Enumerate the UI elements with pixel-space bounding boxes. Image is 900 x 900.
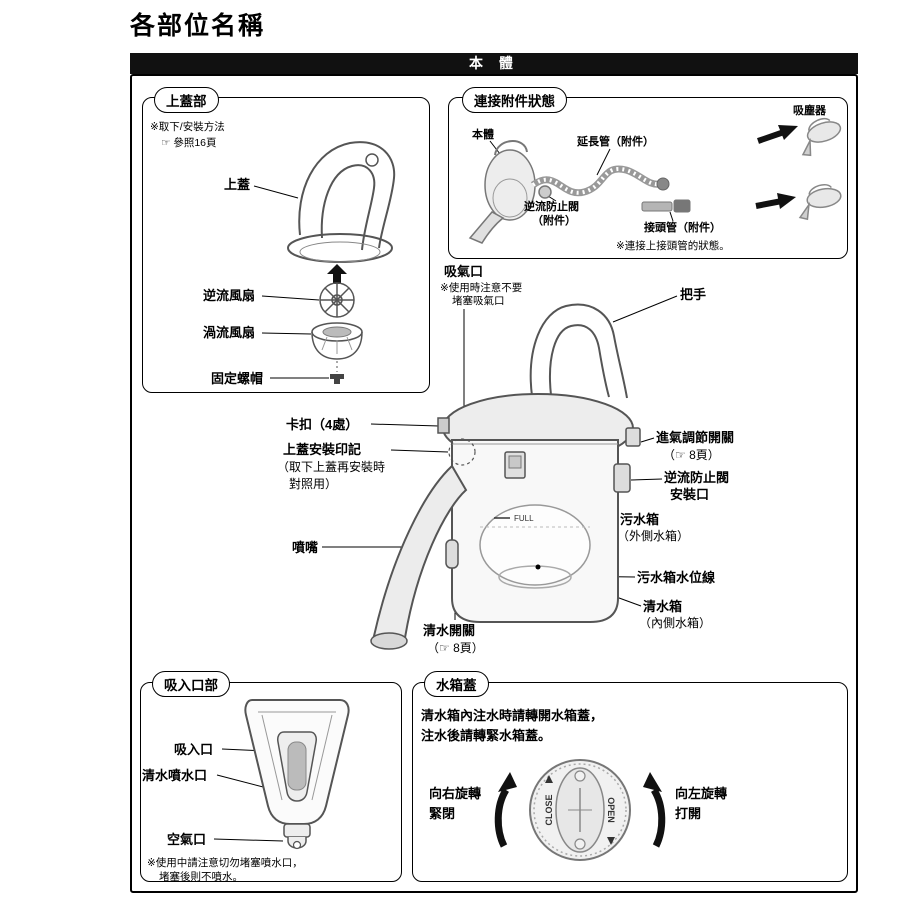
intake-note-line2: 堵塞吸氣口: [452, 295, 505, 307]
page-title: 各部位名稱: [130, 12, 266, 40]
backflow-valve-label-line2: （附件）: [532, 215, 576, 227]
inlet-note-line2: 堵塞後則不噴水。: [159, 871, 243, 883]
top-cover-note-line2: ☞ 參照16頁: [161, 137, 217, 149]
dirty-tank-label-line2: （外側水箱）: [617, 529, 690, 543]
connector-tube-label: 接頭管（附件）: [644, 222, 721, 234]
rotate-left-label-line1: 向左旋轉: [675, 786, 728, 801]
attachment-section-box: [448, 97, 848, 259]
air-adjust-label-line1: 進氣調節開關: [656, 430, 735, 445]
inlet-section-box: [140, 682, 402, 882]
clips-label: 卡扣（4處）: [286, 417, 359, 432]
intake-note-line1: ※使用時注意不要: [440, 282, 523, 294]
handle-label: 把手: [680, 287, 707, 302]
top-cover-label: 上蓋: [224, 177, 251, 192]
cover-mark-label-line1: 上蓋安裝印記: [283, 442, 362, 457]
top-cover-note-line1: ※取下/安裝方法: [150, 121, 225, 133]
clean-tank-label-line2: （內側水箱）: [639, 616, 712, 630]
body-label: 本體: [472, 129, 494, 141]
tank-cap-section-label: 水箱蓋: [424, 671, 489, 697]
vortex-fan-label: 渦流風扇: [203, 325, 256, 340]
valve-port-label-line2: 安裝口: [670, 487, 710, 502]
attachment-note: ※連接上接頭管的狀態。: [616, 240, 730, 252]
cap-instruction-line1: 清水箱內注水時請轉開水箱蓋，: [421, 708, 604, 723]
intake-label: 吸氣口: [444, 264, 484, 279]
cap-instruction-line2: 注水後請轉緊水箱蓋。: [421, 728, 552, 743]
spray-outlet-label: 清水噴水口: [142, 768, 208, 783]
nozzle-label: 噴嘴: [292, 540, 319, 555]
vacuum-label: 吸塵器: [793, 105, 826, 117]
air-adjust-label-line2: （☞ 8頁）: [663, 448, 720, 462]
top-cover-section-box: [142, 97, 430, 393]
inlet-section-label: 吸入口部: [152, 671, 230, 697]
rotate-left-label-line2: 打開: [675, 806, 702, 821]
cover-mark-label-line3: 對照用）: [289, 477, 338, 491]
air-hole-label: 空氣口: [167, 832, 207, 847]
backflow-valve-label-line1: 逆流防止閥: [524, 201, 579, 213]
dirty-tank-label-line1: 污水箱: [620, 512, 660, 527]
cover-mark-label-line2: （取下上蓋再安裝時: [277, 460, 386, 474]
water-level-label: 污水箱水位線: [637, 570, 716, 585]
rotate-right-label-line1: 向右旋轉: [429, 786, 482, 801]
body-banner: 本 體: [130, 53, 858, 74]
body-frame: [130, 74, 858, 893]
water-switch-label-line2: （☞ 8頁）: [427, 641, 484, 655]
clean-tank-label-line1: 清水箱: [643, 599, 683, 614]
top-cover-section-label: 上蓋部: [154, 87, 219, 113]
rotate-right-label-line2: 緊閉: [429, 806, 456, 821]
inlet-note-line1: ※使用中請注意切勿堵塞噴水口，: [147, 857, 303, 869]
extension-tube-label: 延長管（附件）: [577, 136, 654, 148]
inlet-label: 吸入口: [174, 742, 214, 757]
fixing-nut-label: 固定螺帽: [211, 371, 264, 386]
attachment-section-label: 連接附件狀態: [462, 87, 567, 113]
valve-port-label-line1: 逆流防止閥: [664, 470, 730, 485]
backflow-fan-label: 逆流風扇: [203, 288, 256, 303]
water-switch-label-line1: 清水開關: [423, 623, 476, 638]
tank-cap-section-box: [412, 682, 848, 882]
